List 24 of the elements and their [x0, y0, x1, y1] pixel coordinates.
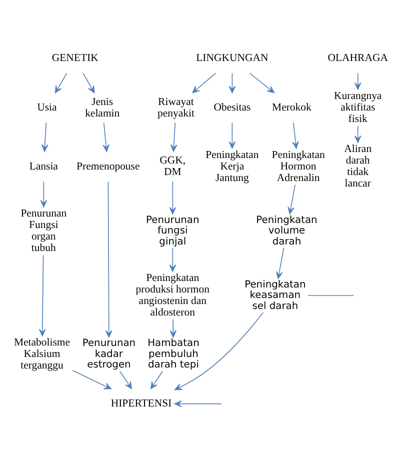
- node-text: Peningkatan Hormon Adrenalin: [272, 148, 325, 184]
- node-text: Hambatan pembuluh darah tepi: [148, 338, 200, 370]
- node-text: Lansia: [29, 160, 58, 172]
- node-text: Penurunan Fungsi organ tubuh: [20, 206, 67, 254]
- node-text: Peningkatan keasaman sel darah: [244, 278, 306, 312]
- node-text: Kurangnya aktifitas fisik: [334, 90, 382, 125]
- node-text: Usia: [37, 101, 57, 114]
- node-text: GENETIK: [52, 52, 98, 64]
- node-text: Premenopouse: [76, 160, 140, 172]
- node-text: Peningkatan Kerja Jantung: [206, 148, 259, 184]
- node-text: Merokok: [272, 101, 312, 114]
- node-text: Penurunan fungsi ginjal: [146, 214, 200, 247]
- node-text: OLAHRAGA: [328, 52, 388, 64]
- node-text: LINGKUNGAN: [196, 52, 268, 64]
- node-text: Peningkatan volume darah: [256, 214, 318, 247]
- node-text: Riwayat penyakit: [157, 95, 194, 119]
- node-text: Penurunan kadar estrogen: [82, 338, 136, 370]
- node-text: Aliran darah tidak lancar: [344, 142, 372, 190]
- node-text: GGK, DM: [160, 154, 186, 178]
- node-text: HIPERTENSI: [110, 397, 172, 410]
- node-text: Jenis kelamin: [85, 95, 120, 119]
- node-text: Metabolisme Kalsium terganggu: [14, 336, 70, 372]
- node-text: Peningkatan produksi hormon angiostenin dan aldosteron: [136, 271, 210, 318]
- node-text: Obesitas: [214, 101, 251, 114]
